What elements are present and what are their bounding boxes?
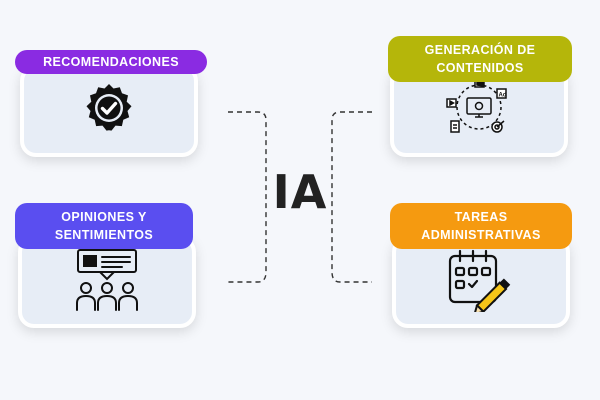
label-opiniones-sentimientos: OPINIONES Y SENTIMIENTOS	[15, 203, 193, 249]
center-title: IA	[272, 165, 328, 219]
card-opiniones-sentimientos	[18, 236, 196, 328]
label-recomendaciones: RECOMENDACIONES	[15, 50, 207, 74]
audience-feedback-icon	[70, 248, 144, 317]
content-generation-icon: Ad	[439, 77, 519, 146]
card-recomendaciones	[20, 65, 198, 157]
label-tareas-administrativas: TAREAS ADMINISTRATIVAS	[390, 203, 572, 249]
verified-badge-icon	[82, 82, 136, 141]
svg-text:Ad: Ad	[499, 92, 507, 98]
calendar-checklist-icon	[444, 248, 518, 317]
label-generacion-contenidos: GENERACIÓN DE CONTENIDOS	[388, 36, 572, 82]
card-tareas-administrativas	[392, 236, 570, 328]
